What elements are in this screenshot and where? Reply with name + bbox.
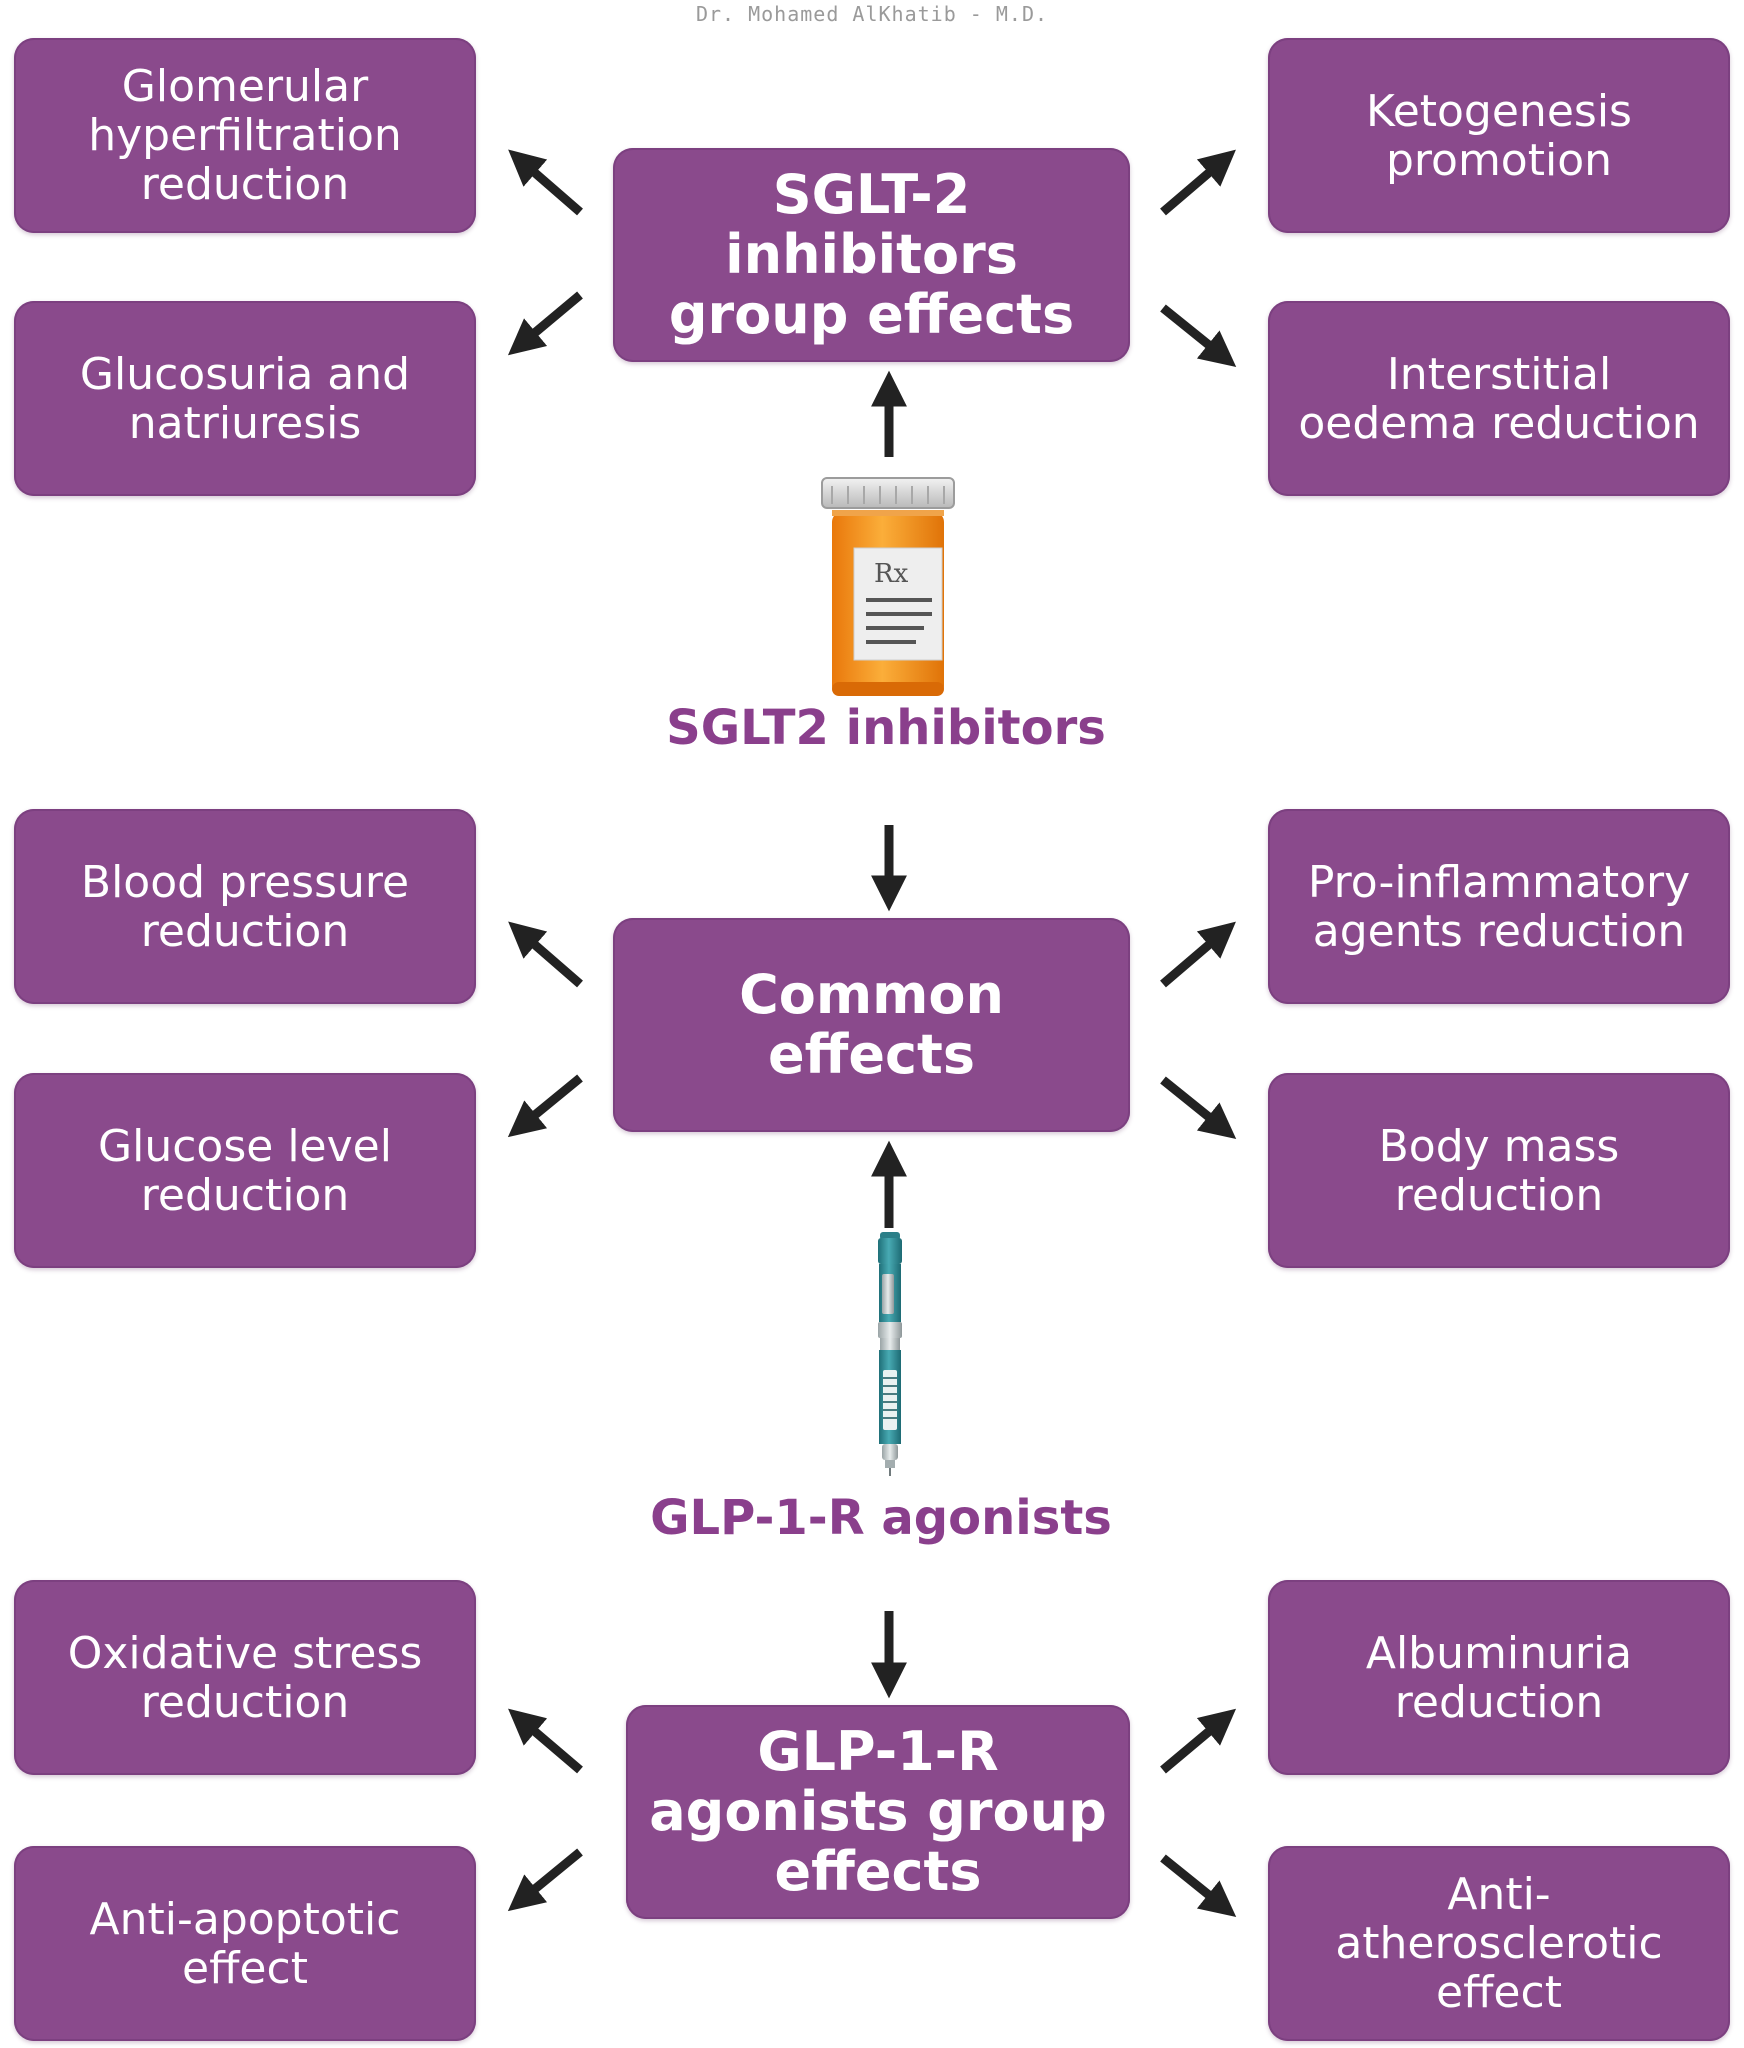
arrow-to-pro-inflammatory [1160,921,1236,988]
glp1-agonists-label: GLP-1-R agonists [650,1490,1112,1546]
rx-symbol: Rx [874,559,909,589]
arrow-to-anti-atherosclerotic [1160,1854,1237,1918]
arrow-to-oedema [1160,304,1237,368]
effect-glucose-level: Glucose level reduction [14,1073,476,1268]
arrow-to-glucosuria [507,291,583,356]
arrow-to-glomerular [508,149,583,216]
pill-bottle-icon: Rx [821,477,955,696]
effect-anti-atherosclerotic: Anti-atherosclerotic effect [1268,1846,1730,2041]
insulin-pen-icon [878,1232,902,1476]
sglt2-inhibitors-label: SGLT2 inhibitors [666,700,1106,756]
effect-albuminuria: Albuminuria reduction [1268,1580,1730,1775]
common-effects-box: Common effects [613,918,1130,1132]
arrow-to-albuminuria [1160,1708,1237,1774]
effect-ketogenesis-promotion: Ketogenesis promotion [1268,38,1730,233]
watermark-text: Dr. Mohamed AlKhatib - M.D. [695,2,1049,26]
arrow-to-oxidative [508,1708,583,1774]
effect-interstitial-oedema: Interstitial oedema reduction [1268,301,1730,496]
effect-glomerular-hyperfiltration: Glomerular hyperfiltration reduction [14,38,476,233]
arrow-to-glucose [507,1074,583,1138]
glp1-group-effects-box: GLP-1-R agonists group effects [626,1705,1130,1919]
arrow-to-ketogenesis [1160,149,1236,216]
arrow-to-anti-apoptotic [507,1848,583,1912]
effect-anti-apoptotic: Anti-apoptotic effect [14,1846,476,2041]
effect-pro-inflammatory: Pro-inflammatory agents reduction [1268,809,1730,1004]
effect-body-mass: Body mass reduction [1268,1073,1730,1268]
arrow-to-blood-pressure [508,921,583,988]
sglt2-group-effects-box: SGLT-2 inhibitors group effects [613,148,1130,362]
arrow-to-body-mass [1160,1076,1237,1140]
effect-oxidative-stress: Oxidative stress reduction [14,1580,476,1775]
effect-glucosuria-natriuresis: Glucosuria and natriuresis [14,301,476,496]
effect-blood-pressure: Blood pressure reduction [14,809,476,1004]
